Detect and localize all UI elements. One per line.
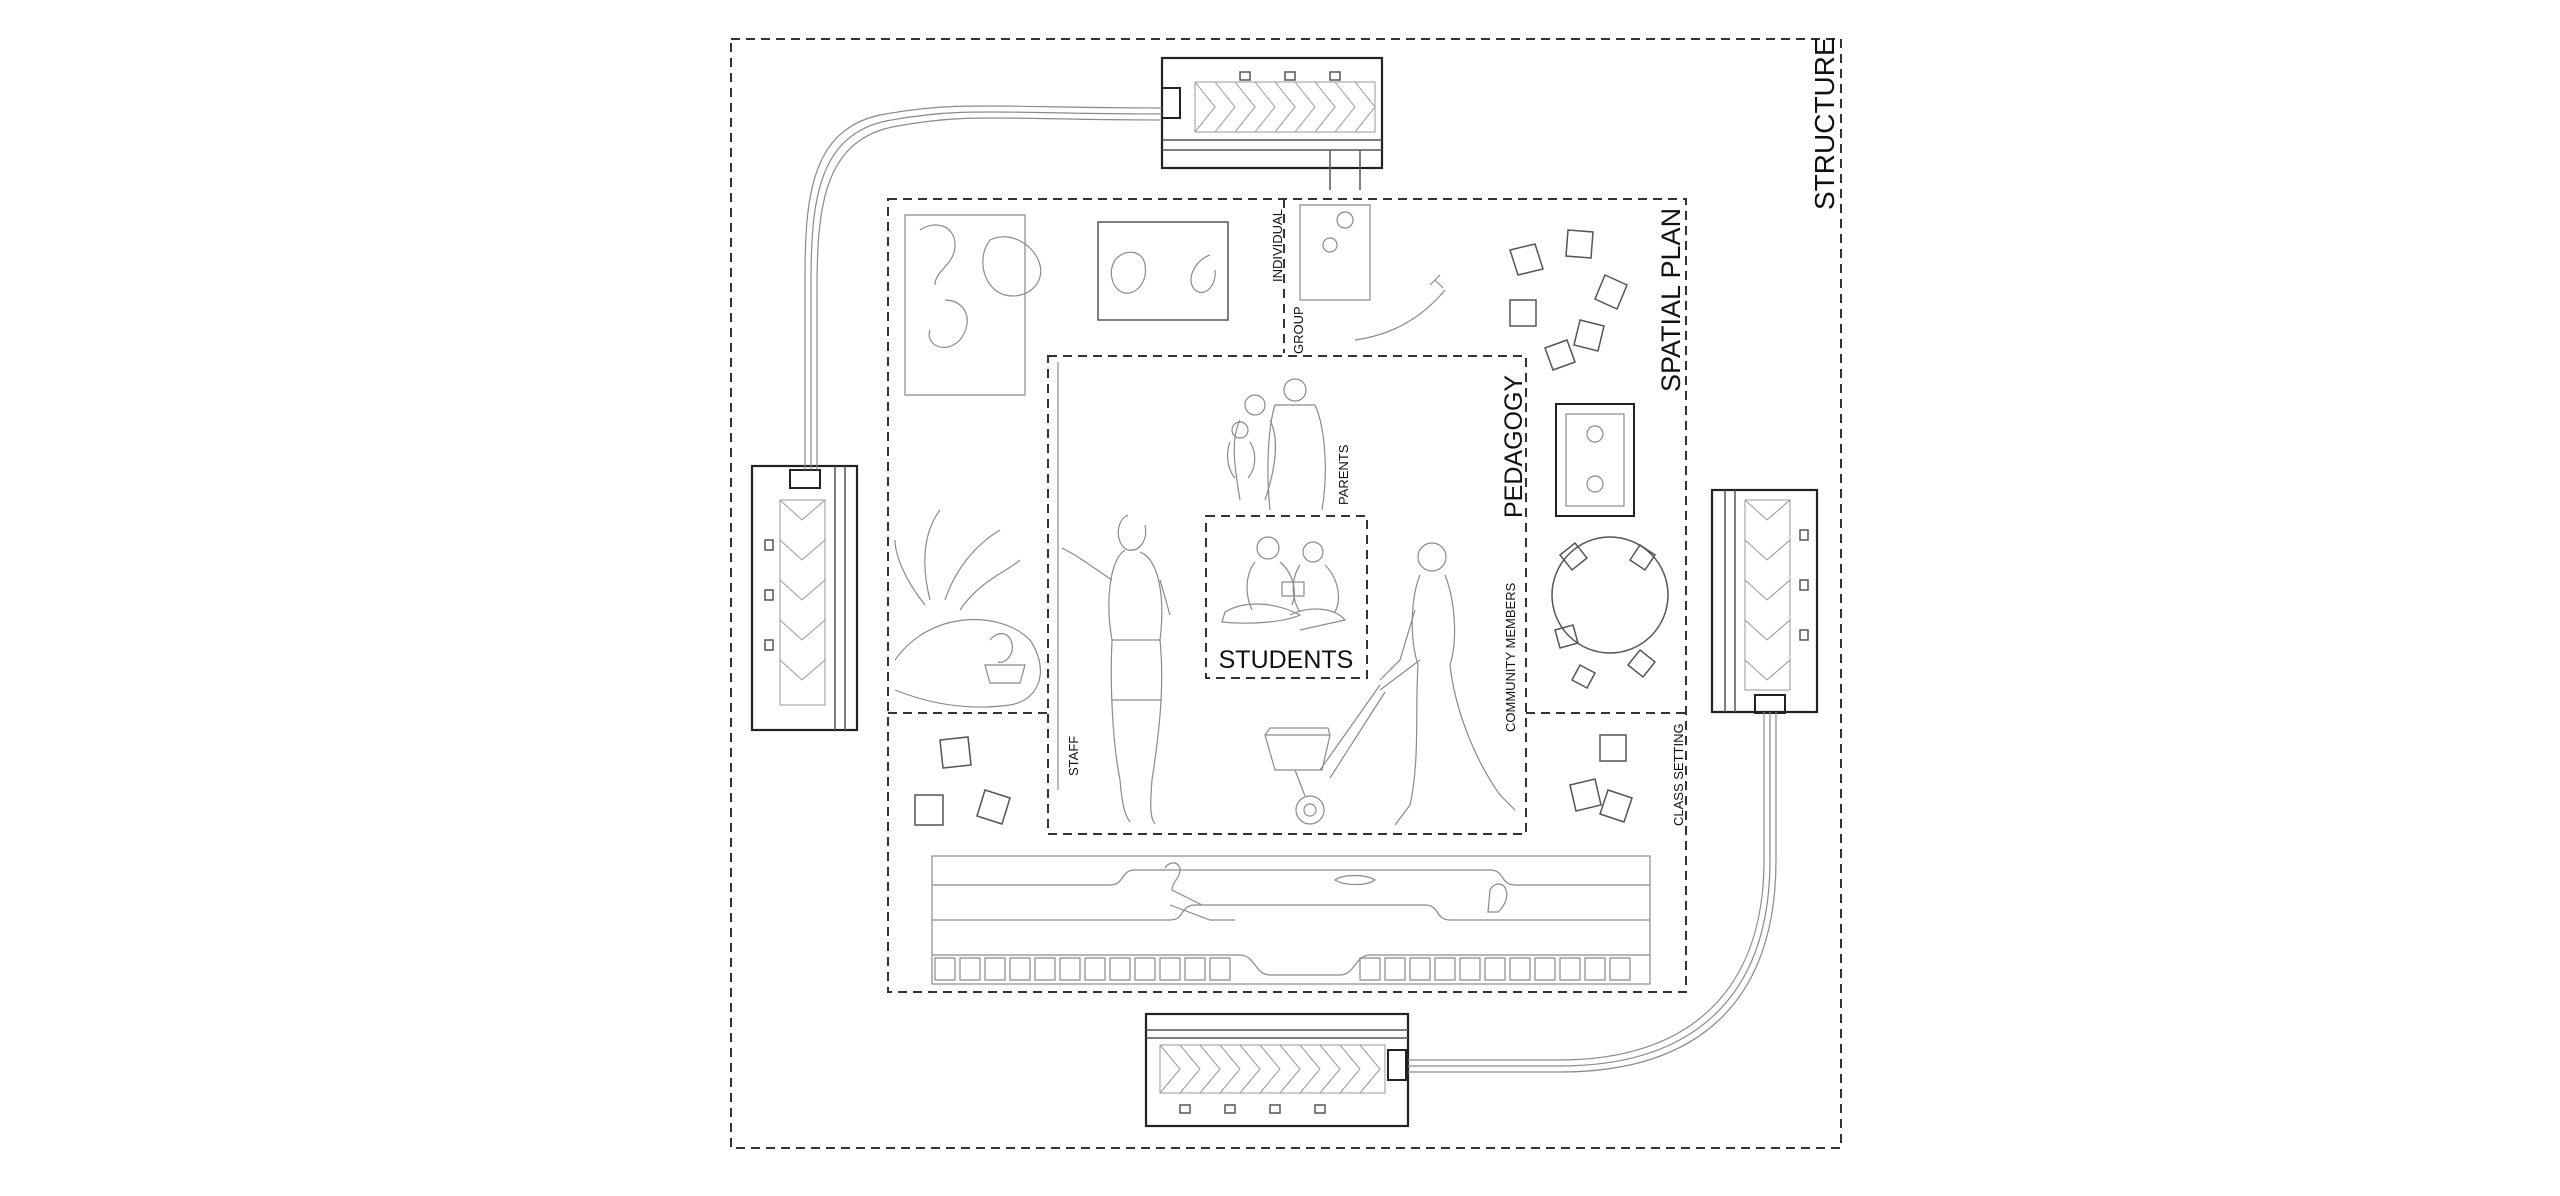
lounge-chairs — [1509, 229, 1628, 371]
pedagogy-layer: PEDAGOGY PARENTS STAFF COMMUNITY MEMBERS — [1047, 355, 1528, 835]
pedagogy-label: PEDAGOGY — [1500, 375, 1528, 518]
plant-reading-area — [894, 509, 1041, 708]
structure-label: STRUCTURE — [1809, 37, 1840, 210]
parents-label: PARENTS — [1336, 444, 1351, 505]
structure-boundary — [730, 38, 1842, 1149]
group-zone-furniture — [1299, 204, 1446, 341]
individual-label: INDIVIDUAL — [1270, 209, 1285, 282]
class-setting-label: CLASS SETTING — [1671, 723, 1686, 826]
staff-figure — [1061, 514, 1171, 825]
spatial-plan-boundary — [887, 198, 1687, 993]
reading-nook-furniture — [904, 214, 1229, 396]
parents-figures — [1226, 378, 1326, 511]
group-label: GROUP — [1291, 306, 1306, 354]
students-layer: STUDENTS — [1205, 515, 1368, 679]
pedagogy-boundary — [1047, 355, 1527, 835]
students-boundary — [1205, 515, 1368, 679]
class-chairs — [914, 734, 1633, 826]
bleacher-cushions — [934, 957, 1631, 981]
wall-section-top — [1160, 56, 1384, 190]
spatial-plan-layer: SPATIAL PLAN INDIVIDUAL GROUP CLASS SETT… — [887, 198, 1687, 993]
community-members-label: COMMUNITY MEMBERS — [1503, 582, 1518, 732]
structure-layer: STRUCTURE — [730, 37, 1842, 1149]
wall-section-bottom — [1144, 1012, 1410, 1128]
spatial-plan-label: SPATIAL PLAN — [1656, 208, 1686, 392]
bleacher-seating — [931, 855, 1651, 985]
wall-section-right — [1710, 488, 1819, 714]
community-member-figure — [1264, 542, 1516, 826]
wall-section-left — [750, 464, 859, 732]
students-figures — [1221, 536, 1347, 631]
study-tables — [1551, 403, 1669, 690]
structure-connectors — [804, 105, 1777, 1073]
students-label: STUDENTS — [1219, 646, 1354, 674]
staff-label: STAFF — [1066, 736, 1081, 776]
